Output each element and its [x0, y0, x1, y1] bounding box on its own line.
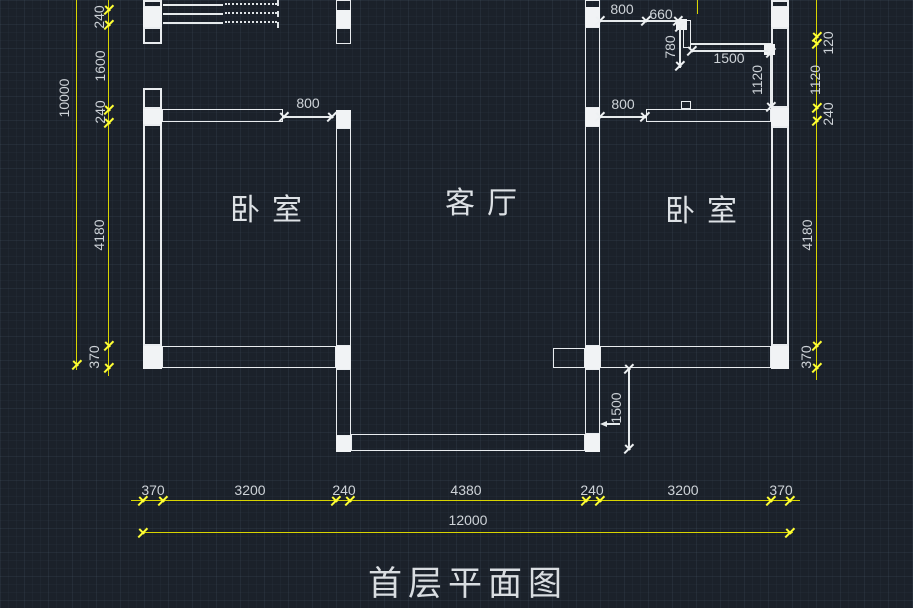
wall-segment	[646, 109, 771, 122]
dim-label: 240	[91, 5, 107, 29]
column	[336, 436, 351, 452]
dim-line	[816, 0, 817, 380]
door-marker	[681, 101, 691, 109]
column	[771, 108, 789, 126]
dim-tick	[103, 362, 115, 374]
dim-line	[628, 368, 630, 450]
dim-tick	[784, 527, 796, 539]
room-label-bedroom-right: 卧室	[665, 195, 749, 228]
dim-label-door-right: 800	[611, 96, 635, 112]
dim-label: 240	[92, 100, 108, 124]
dim-label-door-left: 800	[296, 95, 320, 111]
dim-line	[691, 50, 770, 52]
dim-line	[131, 500, 800, 501]
dim-label-left-total: 10000	[56, 78, 72, 118]
dim-label: 3200	[234, 482, 266, 498]
wall-segment	[585, 126, 600, 346]
wall-segment	[585, 369, 600, 434]
dim-label-notch-1500: 1500	[713, 50, 745, 66]
dim-label: 120	[820, 31, 836, 55]
column	[771, 346, 789, 369]
dim-line	[600, 116, 646, 118]
wall-segment	[600, 346, 771, 368]
column	[336, 10, 351, 28]
wall-segment	[553, 348, 585, 368]
column	[143, 109, 162, 124]
dim-label-notch-800: 800	[610, 1, 634, 17]
wall-segment	[771, 27, 789, 108]
dim-line	[284, 116, 333, 118]
wall-segment	[771, 126, 789, 346]
wall-segment	[691, 43, 771, 45]
stair-break-line	[277, 0, 279, 28]
dim-line	[108, 0, 109, 376]
dim-label: 370	[141, 482, 165, 498]
dim-tick	[137, 527, 149, 539]
drawing-title: 首层平面图	[368, 565, 568, 603]
column	[585, 434, 600, 452]
room-label-living-room: 客厅	[445, 187, 529, 220]
dim-label: 1600	[92, 50, 108, 82]
wall-segment	[143, 27, 162, 44]
room-label-bedroom-left: 卧室	[230, 194, 314, 227]
dim-line	[697, 0, 698, 14]
dim-label: 4180	[799, 219, 815, 251]
column	[336, 346, 351, 369]
column	[771, 7, 789, 27]
dim-line	[143, 532, 793, 533]
stair-line	[163, 4, 223, 6]
dim-label: 370	[769, 482, 793, 498]
wall-segment	[143, 88, 162, 109]
stair-break-line	[225, 21, 277, 23]
column	[585, 346, 600, 369]
dim-label: 240	[580, 482, 604, 498]
stair-break-line	[225, 3, 277, 5]
dim-label: 1120	[807, 64, 823, 96]
dim-label-notch-780: 780	[662, 35, 678, 59]
wall-segment	[336, 128, 351, 346]
dim-line	[600, 20, 680, 22]
dim-tick	[71, 359, 83, 371]
dim-label: 4180	[91, 219, 107, 251]
dim-label: 4380	[450, 482, 482, 498]
dim-label-bay-1500: 1500	[608, 392, 624, 424]
dim-label: 370	[86, 345, 102, 369]
wall-segment	[351, 434, 585, 451]
column	[143, 346, 162, 369]
dim-line	[770, 51, 772, 108]
stair-line	[163, 22, 223, 24]
wall-segment	[585, 27, 600, 108]
dim-label: 370	[798, 345, 814, 369]
dim-label-bottom-total: 12000	[448, 512, 488, 528]
wall-segment	[336, 28, 351, 44]
column	[336, 110, 351, 128]
wall-segment	[162, 109, 283, 122]
stair-line	[163, 13, 223, 15]
dim-label: 240	[820, 102, 836, 126]
leader-arrow-icon	[600, 421, 607, 427]
dim-tick	[103, 340, 115, 352]
dim-label: 240	[332, 482, 356, 498]
dim-label-notch-1120: 1120	[749, 64, 765, 96]
dim-line	[76, 0, 77, 370]
leader-line	[606, 423, 620, 425]
dim-line	[679, 26, 681, 68]
wall-segment	[162, 346, 336, 368]
stair-break-line	[225, 12, 277, 14]
column	[143, 7, 162, 27]
dim-label-notch-660: 660	[649, 6, 673, 22]
wall-segment	[143, 124, 162, 346]
wall-segment	[336, 369, 351, 436]
dim-label: 3200	[667, 482, 699, 498]
